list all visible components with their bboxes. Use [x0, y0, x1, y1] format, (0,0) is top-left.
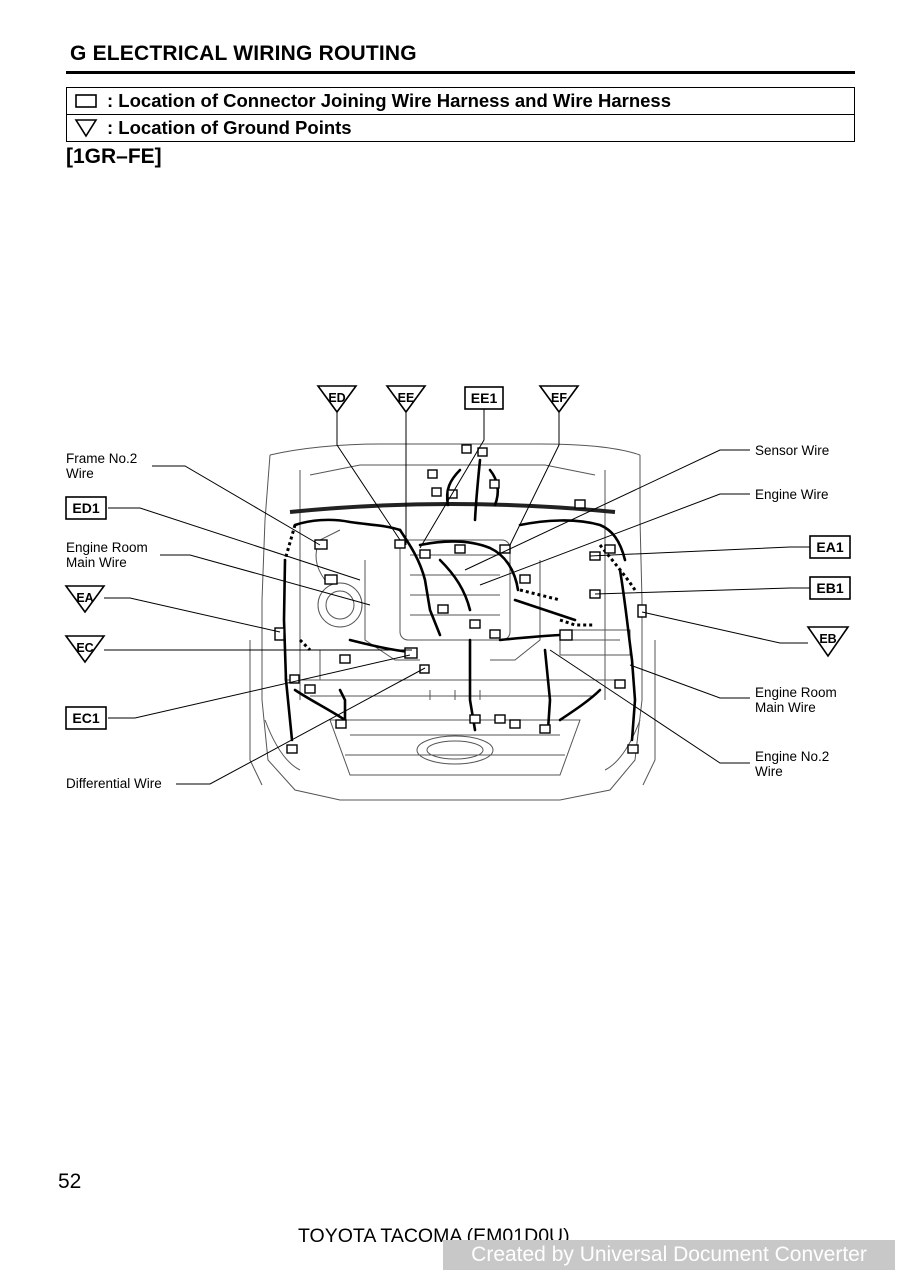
- wire-harnesses: [282, 458, 637, 742]
- label-frame-no2-wire-2: Wire: [66, 466, 94, 481]
- ground-marker-eb: EB: [806, 626, 850, 658]
- ground-marker-ea-label: EA: [76, 591, 93, 605]
- connector-marker-ed1: ED1: [65, 496, 107, 520]
- ground-marker-ea: EA: [64, 585, 106, 614]
- page-number: 52: [58, 1170, 82, 1193]
- legend-table: : Location of Connector Joining Wire Har…: [66, 87, 855, 142]
- connector-marker-ec1-label: EC1: [72, 710, 99, 726]
- ground-marker-ed-label: ED: [328, 391, 345, 405]
- connector-marker-ee1-label: EE1: [471, 390, 498, 406]
- label-engine-no2-wire-1: Engine No.2: [755, 749, 829, 764]
- label-engine-room-main-wire-left-1: Engine Room: [66, 540, 148, 555]
- ground-symbol-icon: [71, 118, 101, 138]
- ground-marker-ef-label: EF: [551, 391, 567, 405]
- connector-marker-ed1-label: ED1: [72, 500, 99, 516]
- ground-marker-ed: ED: [316, 385, 358, 414]
- connector-marker-ea1-label: EA1: [816, 539, 843, 555]
- ground-marker-ef: EF: [538, 385, 580, 414]
- connector-symbol-icon: [71, 93, 101, 109]
- connector-marker-eb1-label: EB1: [816, 580, 843, 596]
- ground-marker-ec: EC: [64, 635, 106, 664]
- label-differential-wire: Differential Wire: [66, 776, 162, 791]
- label-engine-no2-wire-2: Wire: [755, 764, 783, 779]
- connector-blocks: [274, 444, 647, 754]
- connector-marker-eb1: EB1: [809, 576, 851, 600]
- connector-marker-ea1: EA1: [809, 535, 851, 559]
- label-engine-room-main-wire-right-1: Engine Room: [755, 685, 837, 700]
- legend-row-ground: : Location of Ground Points: [67, 114, 854, 141]
- label-frame-no2-wire-1: Frame No.2: [66, 451, 137, 466]
- legend-row-connector: : Location of Connector Joining Wire Har…: [67, 88, 854, 114]
- ground-marker-eb-label: EB: [819, 632, 836, 646]
- converter-watermark: Created by Universal Document Converter: [443, 1240, 895, 1270]
- legend-ground-text: : Location of Ground Points: [107, 117, 352, 138]
- connector-marker-ee1: EE1: [464, 386, 504, 410]
- section-title: G ELECTRICAL WIRING ROUTING: [70, 42, 417, 65]
- label-engine-room-main-wire-left-2: Main Wire: [66, 555, 127, 570]
- label-engine-room-main-wire-right-2: Main Wire: [755, 700, 816, 715]
- connector-marker-ec1: EC1: [65, 706, 107, 730]
- vehicle-outline: [249, 443, 656, 801]
- title-rule: [66, 71, 855, 74]
- leader-lines: [104, 409, 810, 785]
- ground-marker-ec-label: EC: [76, 641, 93, 655]
- ground-marker-ee: EE: [385, 385, 427, 414]
- legend-connector-text: : Location of Connector Joining Wire Har…: [107, 90, 672, 111]
- wiring-diagram: ED EE EE1 EF Frame No.2 Wire: [64, 385, 851, 801]
- engine-code: [1GR–FE]: [66, 145, 162, 168]
- ground-marker-ee-label: EE: [398, 391, 415, 405]
- label-engine-wire: Engine Wire: [755, 487, 829, 502]
- wire-harnesses-dotted: [283, 524, 637, 652]
- label-sensor-wire: Sensor Wire: [755, 443, 829, 458]
